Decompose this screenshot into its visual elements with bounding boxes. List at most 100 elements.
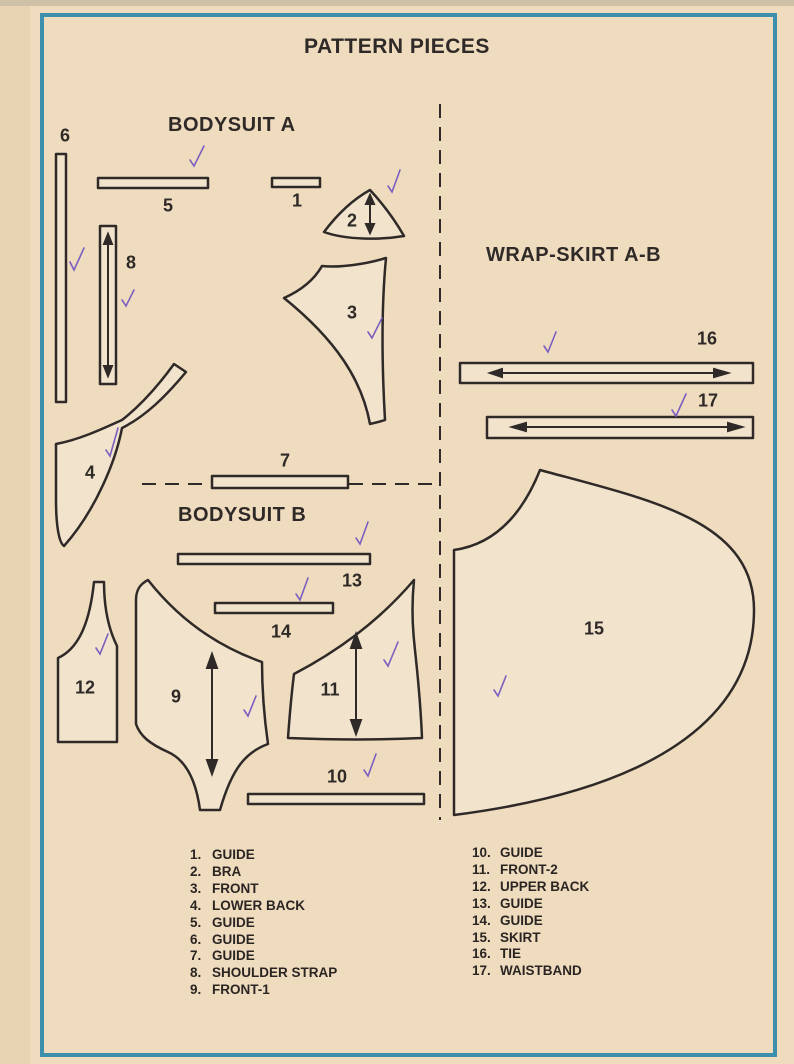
piece-number-15: 15 bbox=[583, 618, 605, 639]
check-mark-1 bbox=[189, 145, 205, 168]
legend-number: 9. bbox=[190, 982, 202, 998]
legend-number: 13. bbox=[472, 895, 491, 911]
piece-number-14: 14 bbox=[270, 621, 292, 642]
check-mark-14 bbox=[363, 753, 377, 778]
legend-left: 1. GUIDE 2. BRA 3. FRONT 4. LOWER BACK 5.GUI… bbox=[190, 847, 337, 999]
legend-piece-name: GUIDE bbox=[212, 948, 255, 964]
check-mark-12 bbox=[383, 641, 399, 668]
check-mark-3 bbox=[69, 247, 85, 272]
check-mark-15 bbox=[493, 675, 507, 698]
legend-number: 14. bbox=[472, 912, 491, 928]
check-mark-2 bbox=[387, 169, 401, 194]
piece-number-4: 4 bbox=[84, 462, 96, 483]
piece-10-guide bbox=[246, 792, 426, 806]
piece-number-3: 3 bbox=[346, 302, 358, 323]
grainline-arrow-16 bbox=[486, 367, 732, 379]
legend-piece-name: SHOULDER STRAP bbox=[212, 965, 338, 981]
piece-1-guide bbox=[270, 176, 322, 189]
piece-number-12: 12 bbox=[74, 677, 96, 698]
legend-number: 8. bbox=[190, 965, 202, 981]
piece-15-skirt bbox=[452, 468, 756, 817]
grainline-arrow-2 bbox=[364, 192, 376, 236]
piece-6-guide bbox=[54, 152, 68, 404]
legend-piece-name: TIE bbox=[500, 946, 522, 962]
page-title: PATTERN PIECES bbox=[304, 35, 490, 58]
check-mark-4 bbox=[121, 289, 135, 308]
piece-number-5: 5 bbox=[162, 195, 174, 216]
piece-3-front bbox=[282, 256, 388, 426]
piece-number-16: 16 bbox=[696, 328, 718, 349]
check-mark-9 bbox=[355, 521, 369, 546]
section-heading-wrap-skirt: WRAP-SKIRT A-B bbox=[486, 244, 662, 266]
legend-piece-name: FRONT bbox=[212, 880, 259, 896]
piece-number-10: 10 bbox=[326, 766, 348, 787]
legend-item: 3. FRONT bbox=[190, 881, 337, 898]
legend-item: 8. SHOULDER STRAP bbox=[190, 965, 337, 982]
piece-number-9: 9 bbox=[170, 686, 182, 707]
legend-item: 10. GUIDE bbox=[472, 845, 589, 862]
legend-number: 15. bbox=[472, 929, 491, 945]
legend-piece-name: WAISTBAND bbox=[500, 963, 582, 979]
check-mark-7 bbox=[543, 331, 557, 354]
legend-number: 6. bbox=[190, 931, 202, 947]
legend-item: 1. GUIDE bbox=[190, 847, 337, 864]
piece-12-upper-back bbox=[56, 580, 119, 744]
section-heading-bodysuit-b: BODYSUIT B bbox=[178, 504, 307, 526]
legend-number: 4. bbox=[190, 897, 202, 913]
check-mark-11 bbox=[95, 633, 109, 656]
blue-border bbox=[40, 13, 777, 1057]
piece-number-6: 6 bbox=[59, 125, 71, 146]
legend-number: 11. bbox=[472, 861, 491, 877]
piece-number-2: 2 bbox=[346, 210, 358, 231]
piece-13-guide bbox=[176, 552, 372, 566]
piece-14-guide bbox=[213, 601, 335, 615]
check-mark-10 bbox=[295, 577, 309, 602]
legend-piece-name: GUIDE bbox=[500, 895, 543, 911]
check-mark-8 bbox=[671, 393, 687, 418]
legend-item: 4. LOWER BACK bbox=[190, 898, 337, 915]
legend-piece-name: GUIDE bbox=[500, 845, 543, 860]
check-mark-5 bbox=[367, 317, 383, 340]
legend-item: 13. GUIDE bbox=[472, 896, 589, 913]
check-mark-13 bbox=[243, 695, 257, 718]
grainline-arrow-9 bbox=[205, 651, 219, 777]
legend-item: 5.GUIDE bbox=[190, 915, 337, 932]
legend-item: 15. SKIRT bbox=[472, 930, 589, 947]
piece-5-guide bbox=[96, 176, 210, 190]
piece-number-17: 17 bbox=[697, 390, 719, 411]
legend-item: 14. GUIDE bbox=[472, 913, 589, 930]
legend-piece-name: FRONT-1 bbox=[212, 982, 270, 998]
legend-piece-name: LOWER BACK bbox=[212, 897, 305, 913]
piece-number-11: 11 bbox=[320, 679, 340, 700]
legend-piece-name: GUIDE bbox=[212, 914, 255, 930]
legend-piece-name: FRONT-2 bbox=[500, 861, 558, 877]
legend-item: 9. FRONT-1 bbox=[190, 982, 337, 999]
grainline-arrow-11 bbox=[349, 631, 363, 737]
legend-number: 3. bbox=[190, 880, 202, 896]
legend-piece-name: SKIRT bbox=[500, 929, 541, 945]
check-mark-6 bbox=[105, 427, 119, 458]
legend-item: 16. TIE bbox=[472, 946, 589, 963]
legend-piece-name: UPPER BACK bbox=[500, 878, 590, 894]
legend-number: 12. bbox=[472, 878, 491, 894]
piece-7-guide bbox=[210, 474, 350, 490]
legend-item: 11. FRONT-2 bbox=[472, 862, 589, 879]
legend-piece-name: BRA bbox=[212, 863, 242, 879]
piece-9-front-1 bbox=[134, 578, 270, 812]
piece-4-lower-back bbox=[54, 362, 188, 548]
legend-number: 17. bbox=[472, 963, 491, 979]
legend-item: 6.GUIDE bbox=[190, 932, 337, 949]
legend-number: 1. bbox=[190, 847, 202, 862]
legend-number: 7. bbox=[190, 948, 202, 964]
legend-piece-name: GUIDE bbox=[212, 847, 255, 862]
piece-number-8: 8 bbox=[125, 252, 137, 273]
legend-number: 2. bbox=[190, 863, 202, 879]
legend-item: 12. UPPER BACK bbox=[472, 879, 589, 896]
piece-number-7: 7 bbox=[279, 450, 291, 471]
legend-piece-name: GUIDE bbox=[500, 912, 543, 928]
piece-number-13: 13 bbox=[341, 570, 363, 591]
legend-number: 10. bbox=[472, 845, 491, 860]
legend-number: 16. bbox=[472, 946, 491, 962]
grainline-arrow-17 bbox=[508, 421, 746, 433]
